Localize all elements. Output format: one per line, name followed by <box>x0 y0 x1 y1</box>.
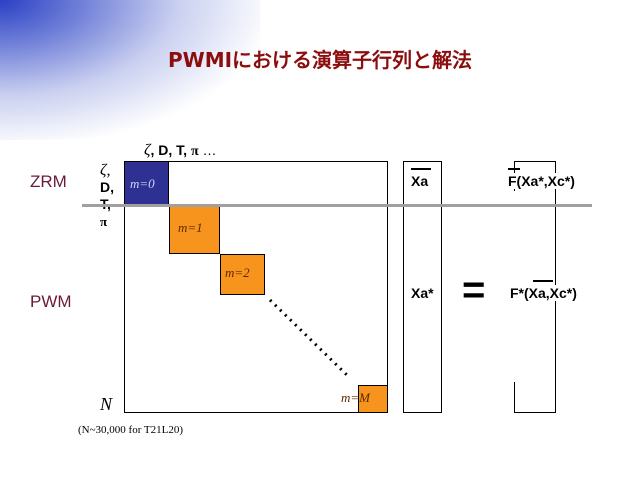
f-bottom-label: F*(Xa,Xc*) <box>510 285 577 301</box>
d-symbol: D <box>158 142 169 158</box>
xa-overbar <box>411 168 431 170</box>
block-m0: m=0 <box>124 161 169 206</box>
xa-label: Xa <box>411 173 429 189</box>
zrm-pwm-divider <box>82 204 592 207</box>
separator: , <box>168 142 177 158</box>
block-m1-label: m=1 <box>178 220 203 235</box>
x-vector-frame <box>403 161 442 413</box>
pi-symbol: π <box>190 144 199 159</box>
f-top-label: F(Xa*,Xc*) <box>508 173 575 189</box>
slide-title: PWMIにおける演算子行列と解法 <box>167 48 473 72</box>
corner-gradient-decoration <box>0 0 260 140</box>
xa-inner-overbar <box>533 280 553 282</box>
block-mM: m=M <box>341 385 388 413</box>
pwm-label: PWM <box>30 292 72 311</box>
block-m2-label: m=2 <box>225 265 250 280</box>
operator-matrix-frame <box>124 161 388 413</box>
separator: , <box>150 142 159 158</box>
f-overbar <box>508 168 520 170</box>
xa-star-label: Xa* <box>411 285 434 301</box>
dimension-symbol: N <box>100 394 113 414</box>
d-row-symbol: D, <box>100 179 114 195</box>
equals-sign: = <box>462 268 486 312</box>
matrix-column-header: ζ, D, T, π … <box>144 142 217 160</box>
block-m0-label: m=0 <box>130 176 155 191</box>
separator: , <box>183 142 191 158</box>
pi-row-symbol: π <box>100 214 108 229</box>
block-m1: m=1 <box>169 206 220 254</box>
block-m2: m=2 <box>220 254 265 295</box>
f-vector-left-edge-bottom <box>514 382 515 413</box>
ellipsis: … <box>198 142 217 158</box>
zeta-row-symbol: ζ, <box>100 162 111 179</box>
diagonal-ellipsis-line <box>268 298 352 380</box>
zrm-label: ZRM <box>30 172 67 191</box>
matrix-footnote: (N~30,000 for T21L20) <box>78 424 184 436</box>
block-mM-label: m=M <box>341 390 370 405</box>
zeta-symbol: ζ <box>144 142 151 159</box>
t-symbol: T <box>176 142 184 158</box>
